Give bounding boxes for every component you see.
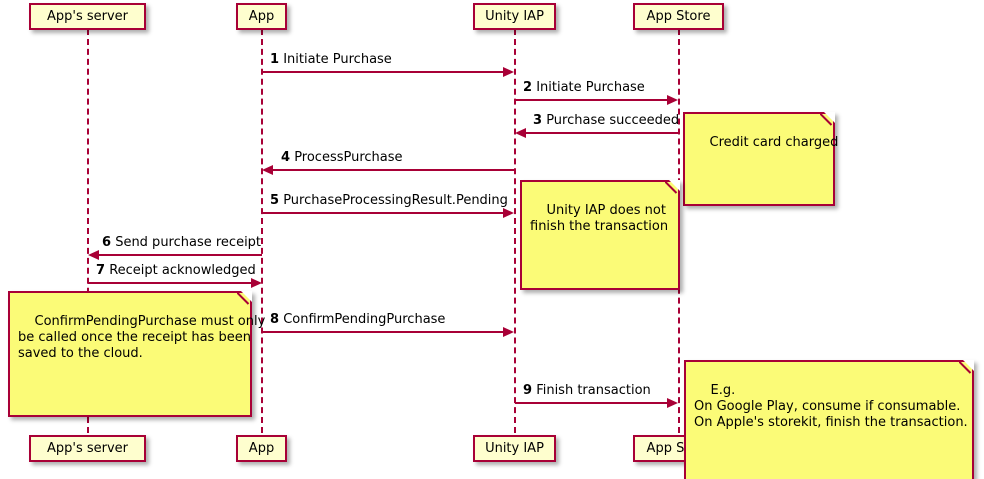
message-9-text: Finish transaction bbox=[536, 383, 651, 398]
message-4-label: 4 ProcessPurchase bbox=[281, 151, 403, 165]
message-1-number: 1 bbox=[270, 52, 280, 67]
message-4-arrowhead bbox=[262, 165, 273, 175]
participant-unity-iap-bottom[interactable]: Unity IAP bbox=[473, 435, 556, 462]
message-1-arrowhead bbox=[503, 67, 514, 77]
message-6-label: 6 Send purchase receipt bbox=[102, 236, 261, 250]
message-3-number: 3 bbox=[533, 113, 543, 128]
participant-unity-iap-top[interactable]: Unity IAP bbox=[473, 3, 556, 30]
message-7-arrowhead bbox=[251, 278, 262, 288]
message-7-line bbox=[88, 282, 254, 284]
note-confirm-pending: ConfirmPendingPurchase must only be call… bbox=[8, 291, 265, 417]
message-5-arrowhead bbox=[503, 208, 514, 218]
message-9-label: 9 Finish transaction bbox=[523, 384, 651, 398]
message-3-text: Purchase succeeded bbox=[546, 113, 680, 128]
note-fold-line-icon bbox=[820, 112, 835, 127]
message-2-line bbox=[515, 99, 674, 101]
message-3-label: 3 Purchase succeeded bbox=[533, 114, 679, 128]
message-1-label: 1 Initiate Purchase bbox=[270, 53, 392, 67]
message-3-line bbox=[520, 132, 679, 134]
note-confirm-pending-text: ConfirmPendingPurchase must only be call… bbox=[18, 314, 266, 361]
participant-app-bottom[interactable]: App bbox=[236, 435, 287, 462]
message-9-number: 9 bbox=[523, 383, 533, 398]
note-credit-card-text: Credit card charged bbox=[709, 135, 839, 150]
note-fold-line-icon bbox=[237, 291, 252, 306]
message-2-arrowhead bbox=[667, 95, 678, 105]
message-8-label: 8 ConfirmPendingPurchase bbox=[270, 313, 445, 327]
message-4-number: 4 bbox=[281, 150, 291, 165]
message-9-arrowhead bbox=[667, 398, 678, 408]
message-5-line bbox=[262, 212, 510, 214]
message-7-number: 7 bbox=[96, 263, 106, 278]
note-unity-pending-text: Unity IAP does not finish the transactio… bbox=[530, 203, 669, 234]
lifeline-app-server bbox=[87, 29, 89, 433]
message-4-text: ProcessPurchase bbox=[294, 150, 403, 165]
message-4-line bbox=[267, 169, 515, 171]
message-6-arrowhead bbox=[88, 250, 99, 260]
message-7-label: 7 Receipt acknowledged bbox=[96, 264, 256, 278]
participant-app-server-top[interactable]: App's server bbox=[29, 3, 146, 30]
note-finish-example: E.g. On Google Play, consume if consumab… bbox=[684, 360, 974, 479]
lifeline-unity-iap bbox=[514, 29, 516, 433]
message-8-text: ConfirmPendingPurchase bbox=[283, 312, 446, 327]
message-9-line bbox=[515, 402, 674, 404]
lifeline-app bbox=[261, 29, 263, 433]
participant-app-store-top[interactable]: App Store bbox=[633, 3, 724, 30]
message-3-arrowhead bbox=[515, 128, 526, 138]
message-7-text: Receipt acknowledged bbox=[109, 263, 256, 278]
message-2-text: Initiate Purchase bbox=[536, 80, 645, 95]
message-5-number: 5 bbox=[270, 193, 280, 208]
note-unity-pending: Unity IAP does not finish the transactio… bbox=[520, 180, 680, 290]
message-6-line bbox=[93, 254, 262, 256]
note-credit-card: Credit card charged bbox=[683, 112, 838, 206]
message-5-text: PurchaseProcessingResult.Pending bbox=[283, 193, 508, 208]
note-finish-example-text: E.g. On Google Play, consume if consumab… bbox=[694, 383, 968, 430]
note-fold-line-icon bbox=[665, 180, 680, 195]
message-8-arrowhead bbox=[503, 327, 514, 337]
message-2-number: 2 bbox=[523, 80, 533, 95]
participant-app-top[interactable]: App bbox=[236, 3, 287, 30]
message-1-line bbox=[262, 71, 510, 73]
message-8-number: 8 bbox=[270, 312, 280, 327]
message-2-label: 2 Initiate Purchase bbox=[523, 81, 645, 95]
message-1-text: Initiate Purchase bbox=[283, 52, 392, 67]
participant-app-server-bottom[interactable]: App's server bbox=[29, 435, 146, 462]
message-8-line bbox=[262, 331, 510, 333]
message-5-label: 5 PurchaseProcessingResult.Pending bbox=[270, 194, 508, 208]
note-fold-line-icon bbox=[959, 360, 974, 375]
message-6-number: 6 bbox=[102, 235, 112, 250]
message-6-text: Send purchase receipt bbox=[115, 235, 262, 250]
